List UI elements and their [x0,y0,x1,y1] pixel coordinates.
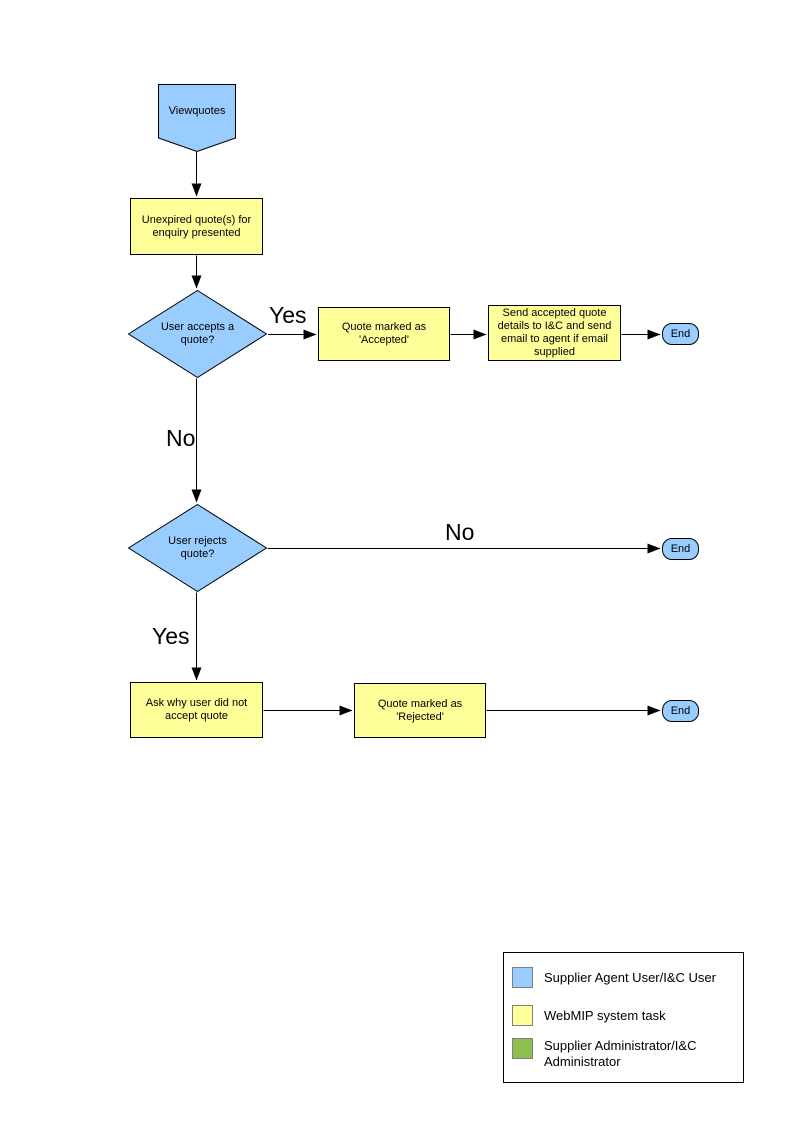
unexpired-quotes-box: Unexpired quote(s) for enquiry presented [130,198,263,255]
legend-item-task: WebMIP system task [512,1005,740,1026]
reject-decision-diamond: User rejects quote? [128,504,267,592]
legend-swatch-task [512,1005,533,1026]
legend-item-admin: Supplier Administrator/I&C Administrator [512,1038,740,1070]
send-details-box: Send accepted quote details to I&C and s… [488,305,621,361]
legend-box: Supplier Agent User/I&C User WebMIP syst… [503,952,744,1083]
accept-decision-label: User accepts a quote? [160,321,235,346]
start-pentagon: Viewquotes [158,84,236,152]
legend-label-admin: Supplier Administrator/I&C Administrator [544,1038,697,1069]
end-terminator-3: End [662,700,699,722]
legend-swatch-user [512,967,533,988]
end-terminator-2: End [662,538,699,560]
legend-item-user: Supplier Agent User/I&C User [512,967,740,988]
reject-decision-label: User rejects quote? [168,535,227,560]
quote-accepted-box: Quote marked as 'Accepted' [318,307,450,361]
edge-label-no-reject: No [445,519,475,545]
legend-swatch-admin [512,1038,533,1059]
legend-label-user: Supplier Agent User/I&C User [544,969,716,985]
diamond-shape [128,504,267,592]
pentagon-shape [158,84,236,152]
end-terminator-1: End [662,323,699,345]
accept-decision-diamond: User accepts a quote? [128,290,267,378]
edge-label-yes-reject: Yes [152,623,190,649]
legend-label-task: WebMIP system task [544,1007,666,1023]
start-label: Viewquotes [168,104,226,117]
ask-why-box: Ask why user did not accept quote [130,682,263,738]
edge-label-yes-accept: Yes [269,302,307,328]
edge-label-no-accept: No [166,425,196,451]
diamond-shape [128,290,267,378]
quote-rejected-box: Quote marked as 'Rejected' [354,683,486,738]
